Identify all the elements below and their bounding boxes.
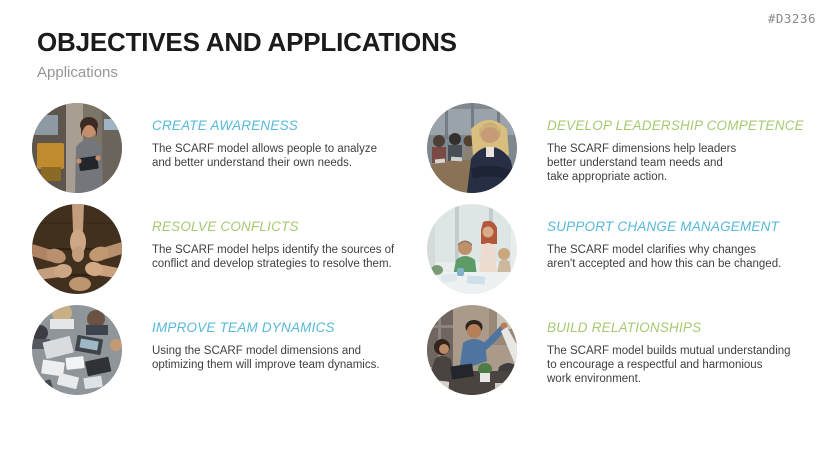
item-body: The SCARF dimensions help leaders better… [547,143,737,183]
item-support-change-management: SUPPORT CHANGE MANAGEMENT The SCARF mode… [427,204,829,305]
item-body: The SCARF model helps identify the sourc… [152,244,395,270]
businesswoman-boardroom-photo [427,103,517,193]
item-heading: CREATE AWARENESS [152,118,298,133]
item-improve-team-dynamics: IMPROVE TEAM DYNAMICS Using the SCARF mo… [32,305,427,406]
items-grid: CREATE AWARENESS The SCARF model allows … [32,103,829,406]
item-body: The SCARF model builds mutual understand… [547,345,791,385]
item-body: The SCARF model clarifies why changes ar… [547,244,782,270]
item-heading: RESOLVE CONFLICTS [152,219,299,234]
page-subtitle: Applications [37,64,118,81]
item-body: The SCARF model allows people to analyze… [152,143,378,169]
hands-on-table-photo [32,204,122,294]
item-resolve-conflicts: RESOLVE CONFLICTS The SCARF model helps … [32,204,427,305]
item-build-relationships: BUILD RELATIONSHIPS The SCARF model buil… [427,305,829,406]
colleagues-handshake-photo [427,305,517,395]
item-heading: IMPROVE TEAM DYNAMICS [152,320,335,335]
bright-office-team-photo [427,204,517,294]
item-heading: BUILD RELATIONSHIPS [547,320,702,335]
item-create-awareness: CREATE AWARENESS The SCARF model allows … [32,103,427,204]
overhead-team-desk-photo [32,305,122,395]
page-title: OBJECTIVES AND APPLICATIONS [37,27,457,57]
item-develop-leadership-competence: DEVELOP LEADERSHIP COMPETENCE The SCARF … [427,103,829,204]
slide-code: #D3236 [767,11,816,26]
item-heading: DEVELOP LEADERSHIP COMPETENCE [547,118,804,133]
item-heading: SUPPORT CHANGE MANAGEMENT [547,219,780,234]
woman-with-tablet-photo [32,103,122,193]
item-body: Using the SCARF model dimensions and opt… [152,345,380,371]
